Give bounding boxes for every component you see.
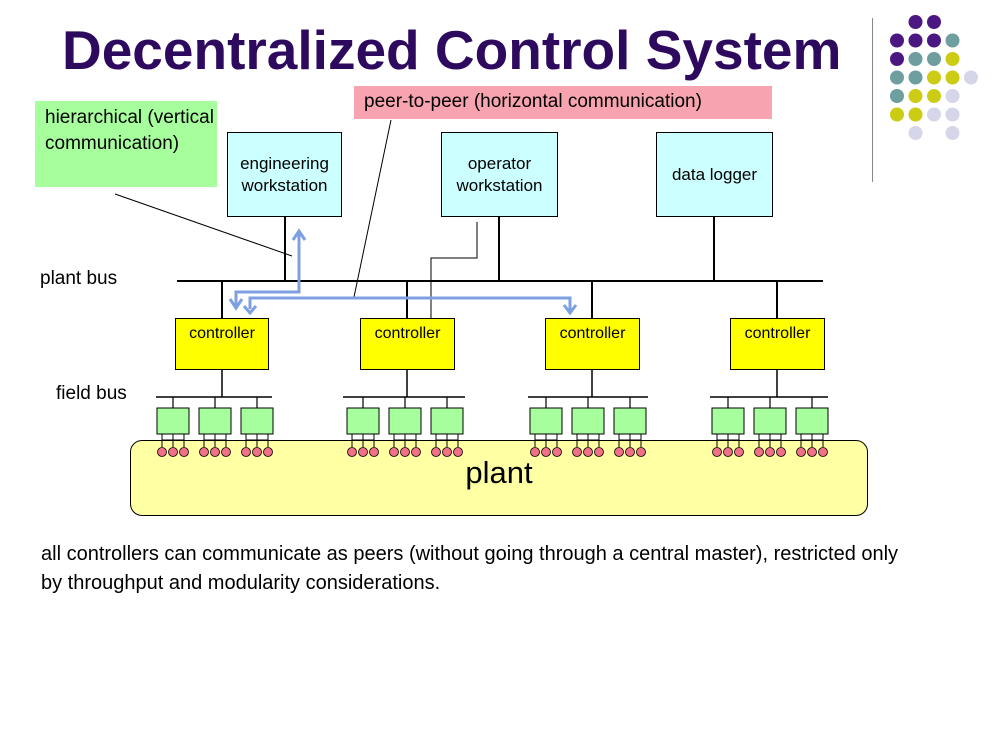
field-bus-assemblies xyxy=(156,370,828,408)
communication-arrows xyxy=(228,228,578,316)
title-divider xyxy=(872,18,873,182)
peer-callout: peer-to-peer (horizontal communication) xyxy=(354,86,772,119)
engineering-workstation: engineering workstation xyxy=(227,132,342,217)
hierarchical-callout: hierarchical (vertical communication) xyxy=(35,101,217,187)
peer-pointer xyxy=(353,119,392,298)
controller-2: controller xyxy=(360,318,455,370)
plant-area: plant xyxy=(130,440,868,516)
data-logger-label: data logger xyxy=(671,164,758,184)
page-title: Decentralized Control System xyxy=(62,19,842,81)
engineering-workstation-label: engineering workstation xyxy=(240,153,329,195)
data-logger: data logger xyxy=(656,132,773,217)
operator-pointer xyxy=(430,222,478,318)
field-bus-label: field bus xyxy=(56,383,127,404)
hierarchical-pointer xyxy=(114,193,293,257)
controller-3: controller xyxy=(545,318,640,370)
controller-4: controller xyxy=(730,318,825,370)
plant-label: plant xyxy=(465,455,533,490)
caption-text: all controllers can communicate as peers… xyxy=(41,543,899,594)
operator-workstation: operator workstation xyxy=(441,132,558,217)
controller-1: controller xyxy=(175,318,269,370)
operator-workstation-label: operator workstation xyxy=(456,153,543,195)
plant-bus-label: plant bus xyxy=(40,268,118,289)
